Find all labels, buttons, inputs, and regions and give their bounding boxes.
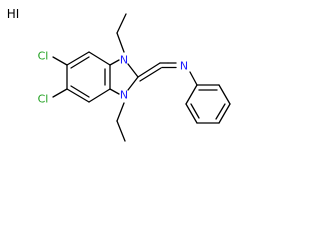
bond [218, 103, 231, 124]
bond [218, 84, 231, 105]
benzo-ring [66, 51, 111, 103]
bond-ethyl-top [116, 13, 127, 34]
bond [88, 88, 111, 103]
phenyl-ring [185, 84, 231, 124]
bond [66, 88, 90, 103]
double-bond-inner [70, 85, 90, 98]
atom-n-top: N [120, 54, 128, 67]
bond [109, 88, 120, 95]
double-bond-inner [215, 103, 226, 120]
bond [66, 51, 90, 66]
bond-ethyl-top [116, 32, 125, 53]
bond [127, 76, 139, 91]
double-bond-exocyclic [137, 62, 161, 78]
bond [127, 63, 139, 78]
double-bond-exocyclic [139, 67, 162, 82]
salt-label-hi: HI [7, 7, 20, 21]
bond [109, 59, 120, 66]
bond [185, 84, 198, 105]
bond-n-phenyl [189, 71, 198, 86]
double-bond-inner [70, 56, 90, 69]
bond [185, 103, 198, 124]
bond-ethyl-bottom [116, 120, 126, 142]
atom-n-imine: N [180, 60, 188, 73]
bond-ethyl-bottom [116, 102, 125, 122]
double-bond-inner [190, 103, 200, 119]
structure-canvas: HI Cl Cl N N N [7, 7, 231, 142]
atom-cl-bottom: Cl [38, 93, 49, 106]
bond [88, 51, 111, 66]
molecule-drawing: HI Cl Cl N N N [7, 7, 231, 142]
bond-cl-top [52, 56, 68, 66]
bond-cl-bottom [52, 88, 68, 98]
atom-cl-top: Cl [38, 50, 49, 63]
atom-n-bottom: N [120, 89, 128, 102]
